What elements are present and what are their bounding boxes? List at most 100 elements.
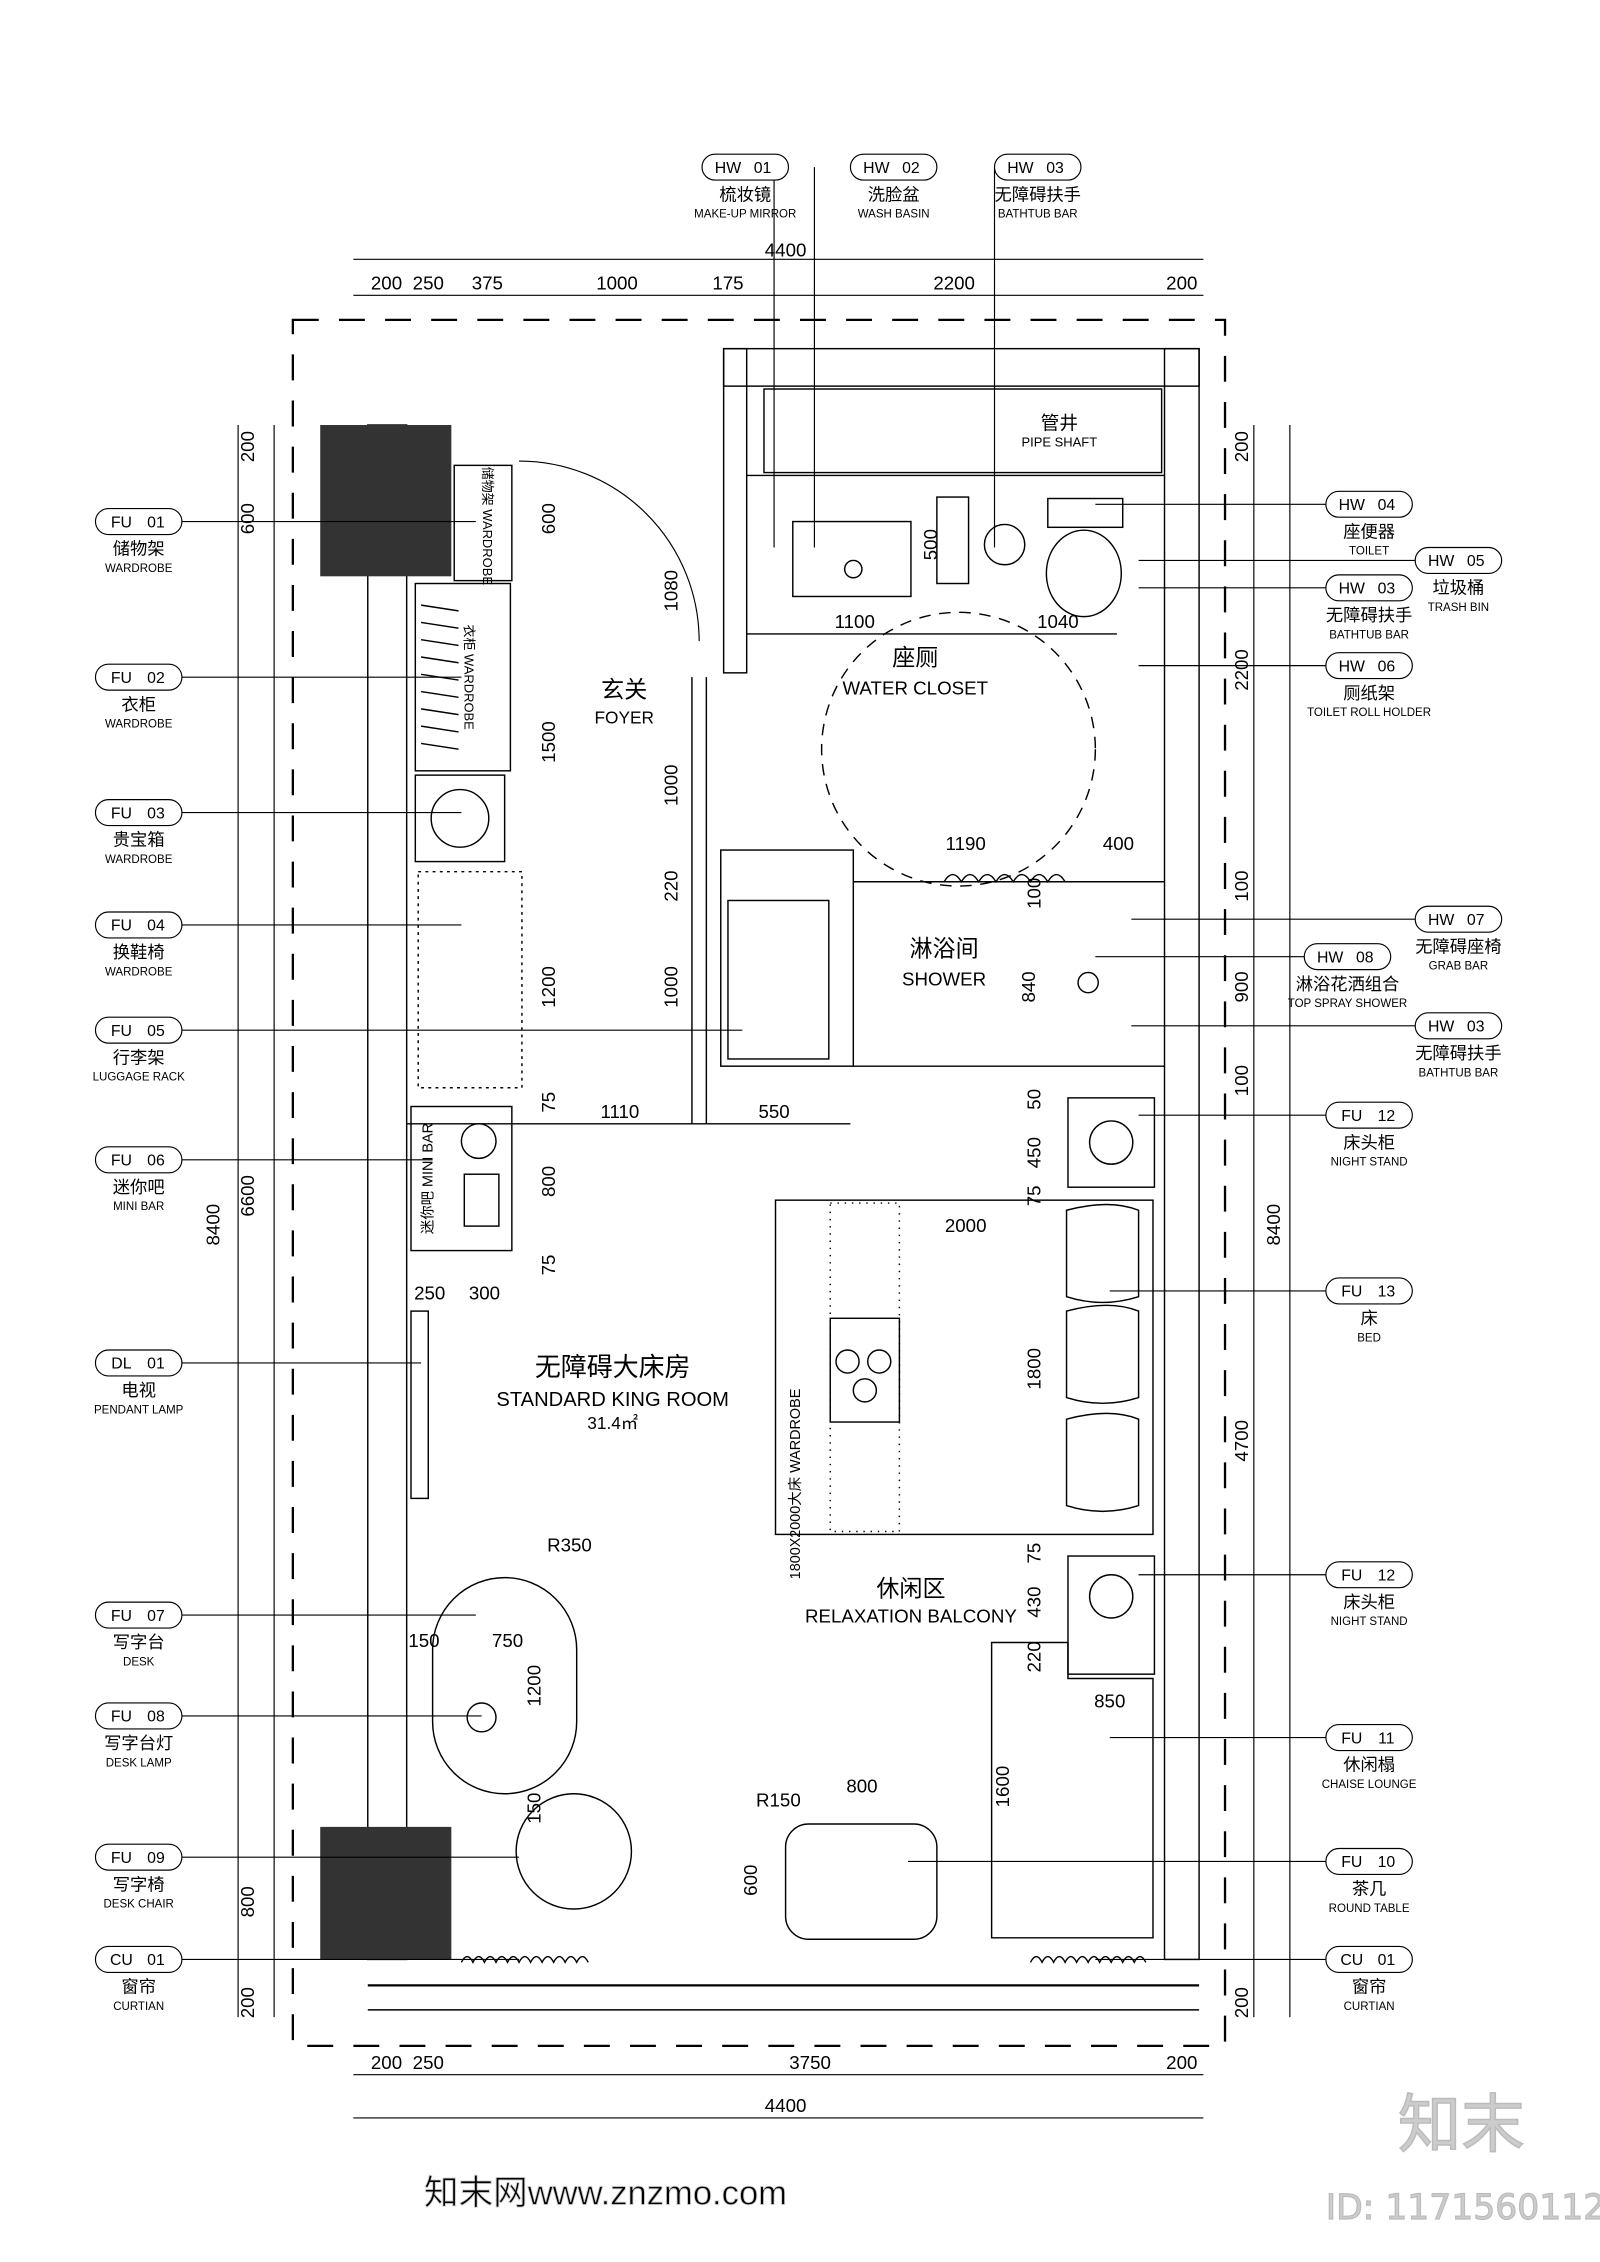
tag-left-4-number: 05 <box>147 1023 165 1040</box>
tag-left-3-code: FU <box>111 918 132 935</box>
tag-top-1-number: 02 <box>902 160 920 177</box>
dim-interior: 2000 <box>945 1215 987 1236</box>
furniture <box>410 460 1156 1964</box>
dim-left: 600 <box>237 503 258 534</box>
dimension-lines <box>237 258 1291 2119</box>
tag-left-9-number: 09 <box>147 1850 165 1867</box>
room-king-cn: 无障碍大床房 <box>535 1353 691 1382</box>
tag-right-4-bubble <box>1414 905 1503 933</box>
dim-interior: 220 <box>661 870 682 901</box>
bed <box>774 1199 1154 1536</box>
dim-interior: 1200 <box>538 966 559 1008</box>
shower-head <box>1077 971 1099 994</box>
tag-top-0-label-en: MAKE-UP MIRROR <box>694 209 796 221</box>
tag-right-3-label-cn: 厕纸架 <box>1343 683 1395 703</box>
dim-interior: 100 <box>1024 878 1045 909</box>
tag-right-3-number: 06 <box>1378 658 1396 675</box>
tag-left-3-label-en: WARDROBE <box>105 966 173 978</box>
dim-interior: 850 <box>1094 1690 1125 1711</box>
room-shower-en: SHOWER <box>902 968 986 989</box>
tag-right-1-bubble <box>1414 546 1503 575</box>
dim-left: 200 <box>237 1987 258 2018</box>
dim-right: 2200 <box>1231 649 1252 691</box>
tag-right-11-bubble <box>1325 1847 1413 1876</box>
desk-chair <box>515 1793 633 1910</box>
dim-interior: 1500 <box>538 721 559 763</box>
tag-left-4-bubble <box>94 1016 183 1044</box>
tag-left-1-label-cn: 衣柜 <box>121 694 156 714</box>
wheelchair-turning-circle <box>820 611 1097 887</box>
tag-right-8-label-en: BED <box>1357 1332 1381 1344</box>
tag-top-0-bubble <box>701 153 790 181</box>
dim-interior: 500 <box>920 529 941 560</box>
tag-right-7-code: FU <box>1341 1108 1362 1125</box>
night-stand-top <box>1067 1097 1156 1188</box>
room-balcony-en: RELAXATION BALCONY <box>805 1605 1017 1626</box>
tag-left-9-code: FU <box>111 1850 132 1867</box>
tag-left-5-bubble <box>94 1146 183 1174</box>
tag-right-9-bubble <box>1325 1561 1413 1589</box>
tag-left-4-label-cn: 行李架 <box>113 1047 165 1067</box>
tag-right-4-label-en: GRAB BAR <box>1429 961 1489 973</box>
room-pipe-shaft-en: PIPE SHAFT <box>1022 435 1098 450</box>
tag-right-6-label-en: BATHTUB BAR <box>1419 1067 1499 1079</box>
tag-left-3-bubble <box>94 911 183 939</box>
tag-right-9-number: 12 <box>1378 1568 1396 1585</box>
tag-left-4-label-en: LUGGAGE RACK <box>93 1072 185 1084</box>
dim-interior: R350 <box>547 1535 592 1556</box>
room-pipe-shaft-cn: 管井 <box>1041 412 1078 433</box>
watermark-logo: 知末 <box>1398 2088 1525 2162</box>
tag-left-2-label-en: WARDROBE <box>105 854 173 866</box>
dim-interior: 800 <box>846 1775 877 1796</box>
tag-right-7-bubble <box>1325 1101 1413 1129</box>
room-king-area: 31.4㎡ <box>587 1413 638 1433</box>
dim-top: 200 <box>1166 273 1197 294</box>
dim-top: 2200 <box>933 273 975 294</box>
dim-interior: 1200 <box>524 1665 545 1707</box>
tag-left-10-label-en: CURTIAN <box>113 2001 164 2013</box>
dim-interior: 75 <box>538 1092 559 1113</box>
tag-left-8-code: FU <box>111 1709 132 1726</box>
dim-interior: 1100 <box>835 611 875 632</box>
dim-left: 6600 <box>237 1175 258 1217</box>
dim-bottom: 3750 <box>789 2052 831 2073</box>
tag-left-8-number: 08 <box>147 1709 165 1726</box>
tag-left-10-code: CU <box>110 1952 133 1969</box>
tag-left-7-label-cn: 写字台 <box>113 1632 165 1652</box>
tag-left-1-label-en: WARDROBE <box>105 719 173 731</box>
tag-right-6-code: HW <box>1428 1019 1454 1036</box>
tag-right-4-code: HW <box>1428 912 1454 929</box>
room-foyer-en: FOYER <box>594 707 653 727</box>
dim-interior: 220 <box>1024 1641 1045 1672</box>
tag-left-3-number: 04 <box>147 918 165 935</box>
dim-interior: 600 <box>740 1865 761 1896</box>
tag-top-1-label-en: WASH BASIN <box>858 209 930 221</box>
tag-right-6-number: 03 <box>1467 1019 1485 1036</box>
tag-right-9-label-en: NIGHT STAND <box>1331 1616 1408 1628</box>
tag-left-6-code: DL <box>111 1356 131 1373</box>
tag-right-7-label-en: NIGHT STAND <box>1331 1157 1408 1169</box>
tag-left-0-label-cn: 储物架 <box>113 539 165 559</box>
tag-right-0-bubble <box>1325 490 1413 518</box>
tag-right-1-label-cn: 垃圾桶 <box>1433 578 1485 598</box>
tag-left-2-label-cn: 贵宝箱 <box>113 830 165 850</box>
tag-left-8-label-cn: 写字台灯 <box>104 1733 173 1753</box>
room-wc-cn: 座厕 <box>892 645 938 671</box>
tag-right-3-code: HW <box>1339 658 1365 675</box>
dim-interior: 1000 <box>661 966 682 1008</box>
dim-top: 175 <box>712 273 743 294</box>
tag-top-1-bubble <box>849 153 938 181</box>
dim-bottom: 200 <box>1166 2052 1197 2073</box>
dim-interior: 750 <box>492 1630 523 1651</box>
dim-bottom: 200 <box>371 2052 402 2073</box>
tag-left-0-label-en: WARDROBE <box>105 563 173 575</box>
dim-interior: 75 <box>1024 1185 1045 1206</box>
tag-right-9-code: FU <box>1341 1568 1362 1585</box>
dim-interior: 1600 <box>992 1766 1013 1808</box>
tag-left-2-bubble <box>94 799 183 827</box>
tag-right-12-label-cn: 窗帘 <box>1352 1977 1387 1997</box>
dim-interior: 600 <box>538 503 559 534</box>
tag-top-1-label-cn: 洗脸盆 <box>868 184 920 204</box>
tag-right-12-label-en: CURTIAN <box>1344 2001 1395 2013</box>
